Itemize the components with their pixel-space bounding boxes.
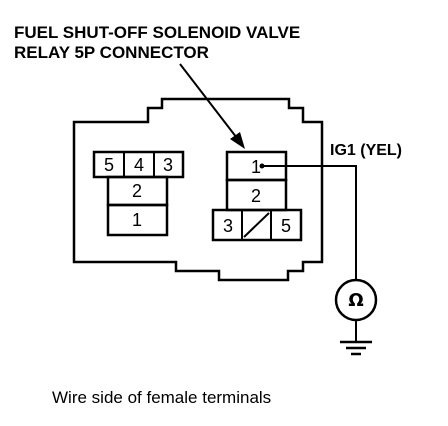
right-pin-5: 5: [281, 216, 291, 236]
connector-housing: [72, 97, 324, 282]
caption: Wire side of female terminals: [52, 388, 271, 407]
left-pin-4: 4: [134, 155, 144, 175]
right-pin-1: 1: [251, 157, 261, 177]
right-pin-3: 3: [223, 216, 233, 236]
wire-ig1: [262, 165, 357, 280]
ohm-symbol: Ω: [348, 290, 363, 311]
probe-point: [259, 163, 265, 169]
title-line-2: RELAY 5P CONNECTOR: [14, 43, 209, 62]
arrow-icon: [179, 63, 245, 149]
right-terminal-block: 1 2 3 5: [211, 150, 303, 242]
left-pin-2: 2: [132, 181, 142, 201]
title-line-1: FUEL SHUT-OFF SOLENOID VALVE: [14, 23, 300, 42]
left-terminal-block: 5 4 3 2 1: [92, 150, 185, 237]
left-pin-3: 3: [163, 155, 173, 175]
right-pin-2: 2: [251, 186, 261, 206]
ohmmeter-icon: Ω: [334, 278, 378, 322]
wire-label: IG1 (YEL): [330, 142, 402, 159]
left-pin-1: 1: [132, 210, 142, 230]
left-pin-5: 5: [104, 155, 114, 175]
ground-icon: [340, 340, 372, 356]
